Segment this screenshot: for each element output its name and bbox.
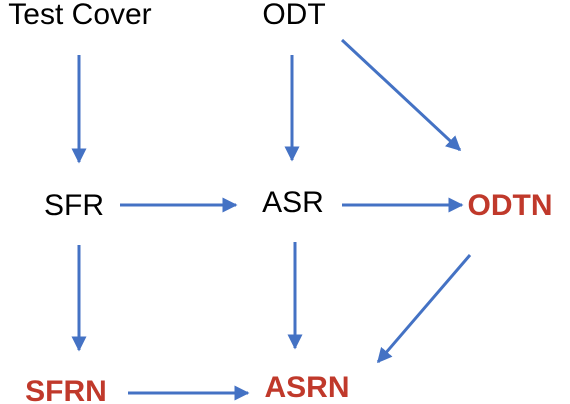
node-test-cover: Test Cover — [8, 0, 151, 31]
edge-group — [71, 38, 472, 401]
edge-odtn-to-asrn — [376, 254, 472, 364]
node-odt: ODT — [262, 0, 325, 31]
node-asr: ASR — [262, 186, 324, 219]
node-odtn: ODTN — [468, 189, 553, 222]
node-asrn: ASRN — [264, 371, 349, 404]
node-sfrn: SFRN — [25, 375, 107, 404]
edge-odt-to-odtn — [340, 38, 462, 152]
node-group: Test Cover ODT SFR ASR ODTN SFRN ASRN — [8, 0, 552, 404]
node-sfr: SFR — [44, 189, 104, 222]
